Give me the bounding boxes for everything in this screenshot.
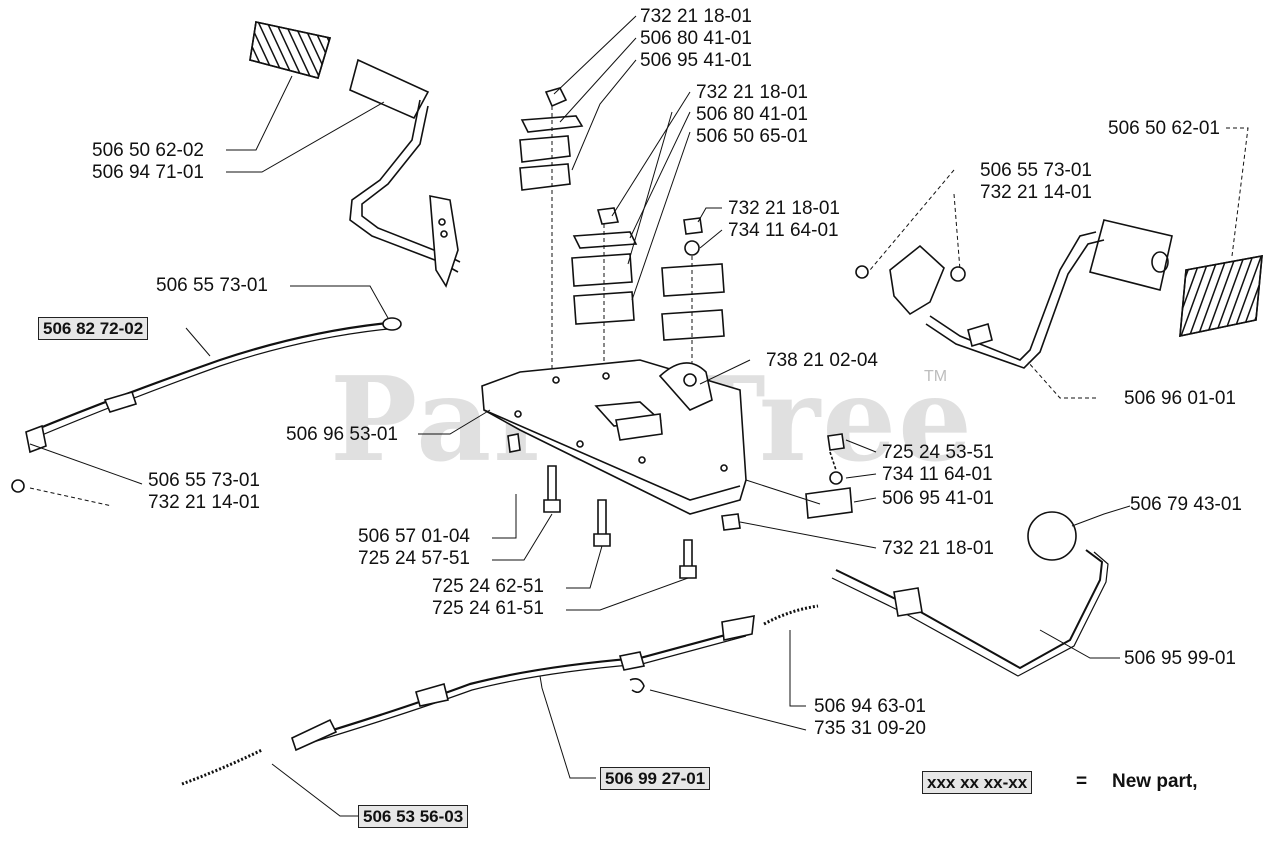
part-label-734-11-64-01-lower: 734 11 64-01 (882, 464, 993, 485)
part-label-506-57-01-04: 506 57 01-04 (358, 526, 470, 547)
mounting-plate (481, 359, 747, 515)
plate-bolts (507, 433, 741, 579)
part-label-506-80-41-01-top: 506 80 41-01 (640, 28, 752, 49)
new-part-label-506-82-72-02: 506 82 72-02 (38, 317, 149, 340)
part-label-506-50-62-01: 506 50 62-01 (1108, 118, 1220, 139)
legend-text: New part, (1112, 771, 1198, 792)
new-part-label-506-99-27-01: 506 99 27-01 (600, 767, 711, 790)
upper-cable (11, 317, 402, 493)
left-pedal-arm (349, 58, 461, 288)
right-pedal-pad (1179, 255, 1263, 338)
part-label-732-21-14-01-right: 732 21 14-01 (980, 182, 1092, 203)
legend-equals: = (1076, 771, 1088, 792)
part-label-506-79-43-01: 506 79 43-01 (1130, 494, 1242, 515)
part-label-506-96-01-01: 506 96 01-01 (1124, 388, 1236, 409)
part-label-506-96-53-01: 506 96 53-01 (286, 424, 398, 445)
leader-lines (29, 15, 1249, 817)
part-label-732-21-18-01-mid: 732 21 18-01 (696, 82, 808, 103)
trademark-mark: TM (924, 368, 948, 385)
part-label-506-94-63-01: 506 94 63-01 (814, 696, 926, 717)
part-label-506-95-41-01-top: 506 95 41-01 (640, 50, 752, 71)
upper-block-stack (519, 87, 584, 191)
part-label-506-50-65-01: 506 50 65-01 (696, 126, 808, 147)
part-label-506-50-62-02: 506 50 62-02 (92, 140, 204, 161)
part-label-732-21-14-01-left: 732 21 14-01 (148, 492, 260, 513)
legend-new-part-code: xxx xx xx-xx (922, 771, 1033, 794)
new-part-label-506-53-56-03: 506 53 56-03 (358, 805, 469, 828)
part-label-506-55-73-01-right: 506 55 73-01 (980, 160, 1092, 181)
lower-cable (181, 604, 819, 786)
part-label-506-95-41-01-lower: 506 95 41-01 (882, 488, 994, 509)
right-clamp (805, 433, 853, 519)
part-label-506-95-99-01: 506 95 99-01 (1124, 648, 1236, 669)
part-label-735-31-09-20: 735 31 09-20 (814, 718, 926, 739)
part-label-506-80-41-01-mid: 506 80 41-01 (696, 104, 808, 125)
gear-lever (831, 511, 1109, 677)
part-label-506-94-71-01: 506 94 71-01 (92, 162, 204, 183)
part-label-734-11-64-01-upper: 734 11 64-01 (728, 220, 839, 241)
right-pedal-arm (855, 219, 1173, 369)
part-label-738-21-02-04: 738 21 02-04 (766, 350, 878, 371)
part-label-732-21-18-01-lower: 732 21 18-01 (882, 538, 994, 559)
part-label-506-55-73-01-cable: 506 55 73-01 (156, 275, 268, 296)
part-label-725-24-61-51: 725 24 61-51 (432, 598, 544, 619)
part-label-506-55-73-01-left: 506 55 73-01 (148, 470, 260, 491)
part-label-732-21-18-01-right: 732 21 18-01 (728, 198, 840, 219)
left-pedal-pad (249, 21, 332, 79)
part-label-725-24-57-51: 725 24 57-51 (358, 548, 470, 569)
part-label-725-24-62-51: 725 24 62-51 (432, 576, 544, 597)
part-label-725-24-53-51: 725 24 53-51 (882, 442, 994, 463)
part-label-732-21-18-01-top: 732 21 18-01 (640, 6, 752, 27)
middle-block-stack (571, 207, 725, 341)
